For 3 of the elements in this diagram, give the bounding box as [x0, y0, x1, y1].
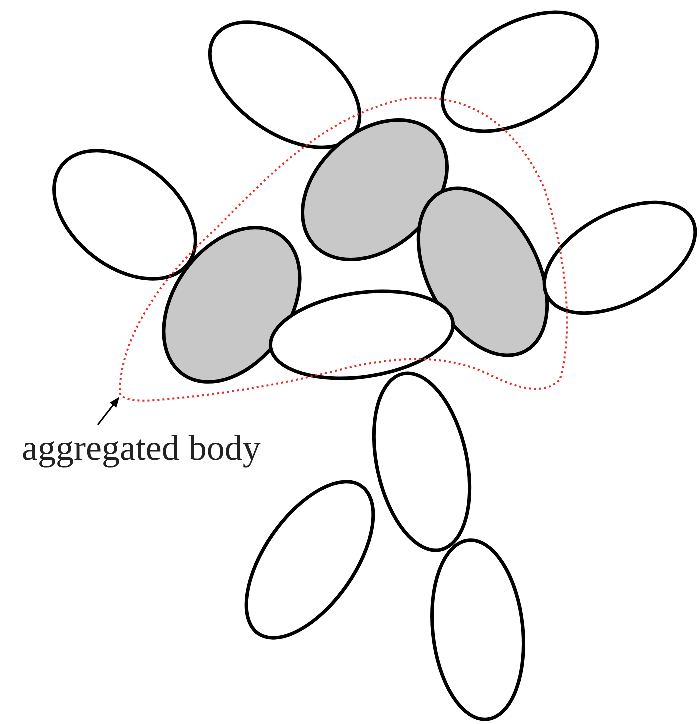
dotted-outline [118, 97, 568, 402]
callout-label: aggregated body [22, 430, 261, 466]
leader-line [97, 397, 120, 426]
